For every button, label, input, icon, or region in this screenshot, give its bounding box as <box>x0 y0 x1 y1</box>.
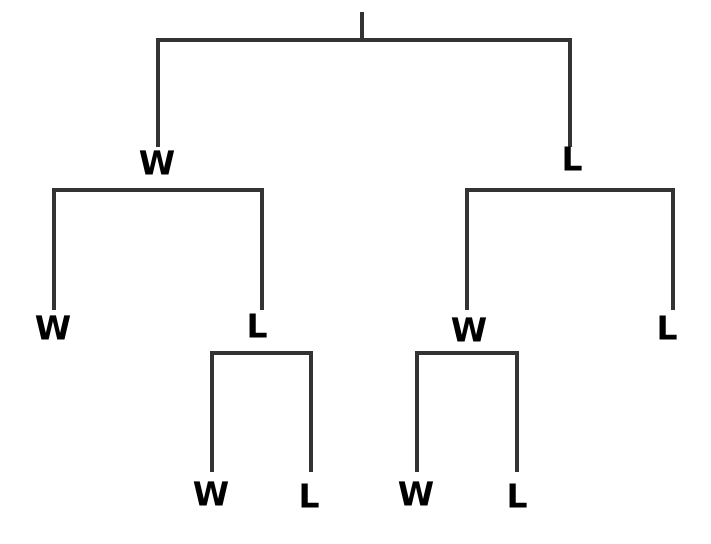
node-label-w-level3-a: W <box>192 474 230 514</box>
node-label-w-level2: W <box>450 310 488 350</box>
node-label-w-level2-left: W <box>34 308 72 348</box>
node-label-l-level2-right: L <box>656 308 678 348</box>
node-label-l-level3-a: L <box>298 476 320 516</box>
node-label-l-level1: L <box>561 139 583 179</box>
node-label-l-level3-b: L <box>506 476 528 516</box>
node-label-w-level3-b: W <box>397 474 435 514</box>
node-label-w-level1: W <box>138 143 176 183</box>
node-label-l-level2: L <box>246 306 268 346</box>
